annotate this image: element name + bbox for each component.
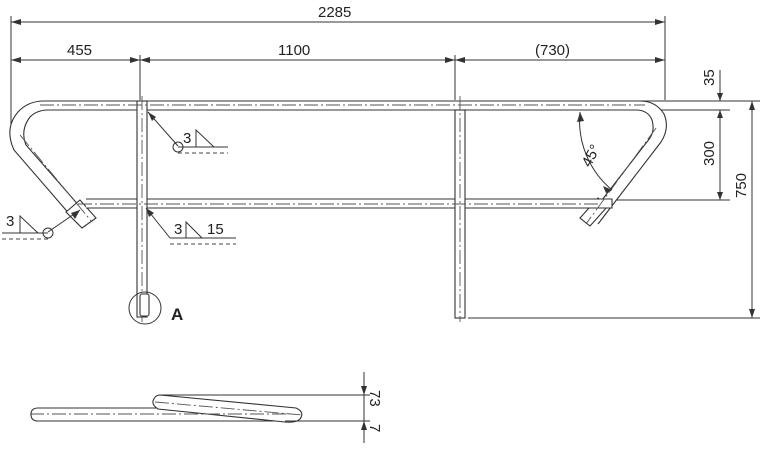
weld-lower-size: 3 <box>174 221 182 238</box>
weld-left-size: 3 <box>6 213 14 230</box>
dim-rail-spacing: 300 <box>701 141 718 166</box>
dim-side-offset-1: 73 <box>366 390 383 407</box>
detail-label: A <box>171 305 183 324</box>
weld-lower-length: 15 <box>207 221 224 238</box>
right-dimensions <box>468 70 760 319</box>
top-dimensions <box>10 16 666 140</box>
dim-right-segment: (730) <box>535 42 570 59</box>
weld-symbol-lower <box>145 207 236 245</box>
dim-side-offset-2: 7 <box>366 424 383 432</box>
weld-symbol-upper <box>147 111 228 154</box>
detail-a-callout <box>128 291 162 325</box>
dim-top-offset: 35 <box>701 69 718 86</box>
dim-total-height: 750 <box>733 173 750 198</box>
side-view <box>30 372 370 443</box>
dim-middle-segment: 1100 <box>278 42 310 59</box>
weld-upper-size: 3 <box>183 130 191 147</box>
dim-overall-length: 2285 <box>318 4 351 21</box>
rail-frame <box>9 96 667 322</box>
angle-45-annotation <box>577 111 613 193</box>
weld-symbol-left-end <box>2 209 81 240</box>
dim-left-segment: 455 <box>67 42 92 59</box>
